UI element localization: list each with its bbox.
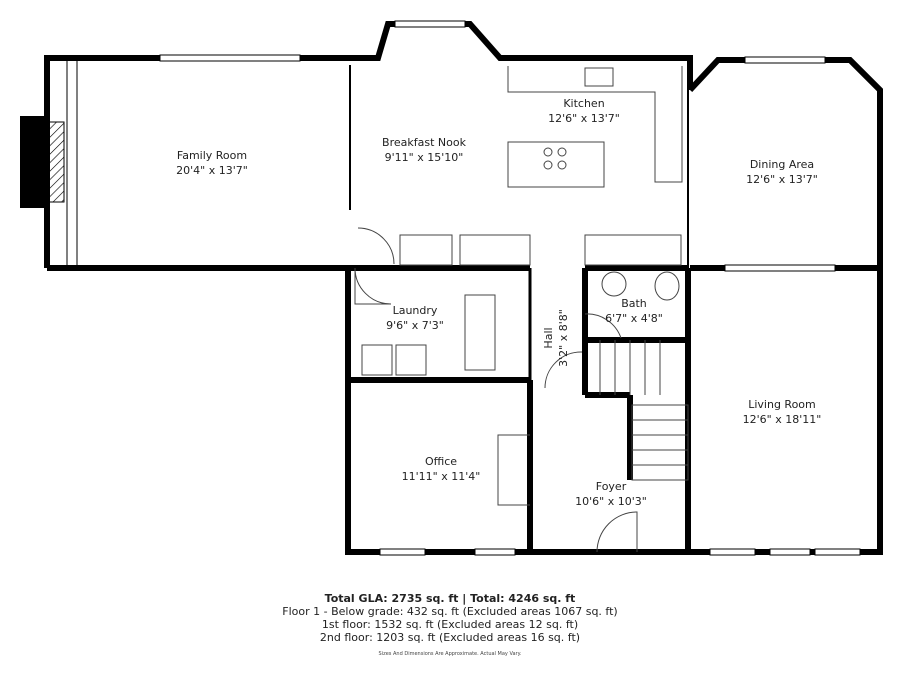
room-name: Foyer [595, 480, 627, 493]
room-name: Laundry [392, 304, 438, 317]
room-dining-area: Dining Area 12'6" x 13'7" [746, 157, 818, 187]
fireplace [20, 116, 65, 208]
room-name: Living Room [748, 398, 816, 411]
disclaimer: Sizes And Dimensions Are Approximate. Ac… [378, 651, 522, 657]
room-name: Kitchen [563, 97, 605, 110]
room-name: Bath [621, 297, 647, 310]
room-name: Dining Area [749, 158, 815, 171]
floor1-below-grade: Floor 1 - Below grade: 432 sq. ft (Exclu… [282, 605, 618, 618]
room-dims: 9'6" x 7'3" [386, 319, 444, 332]
room-dims: 3'2" x 8'8" [557, 309, 570, 367]
total-gla: Total GLA: 2735 sq. ft | Total: 4246 sq.… [324, 592, 576, 605]
room-dims: 9'11" x 15'10" [384, 151, 464, 164]
fixtures [349, 65, 689, 553]
area-summary: Total GLA: 2735 sq. ft | Total: 4246 sq.… [0, 592, 900, 661]
room-dims: 12'6" x 18'11" [742, 413, 822, 426]
first-floor-area: 1st floor: 1532 sq. ft (Excluded areas 1… [321, 618, 579, 631]
room-dims: 11'11" x 11'4" [401, 470, 481, 483]
room-name: Family Room [176, 149, 248, 162]
room-dims: 12'6" x 13'7" [746, 173, 818, 186]
room-name: Office [424, 455, 458, 468]
room-name: Hall [542, 327, 555, 349]
windows [66, 20, 861, 556]
room-bath: Bath 6'7" x 4'8" [605, 296, 663, 326]
room-dims: 6'7" x 4'8" [605, 312, 663, 325]
room-breakfast-nook: Breakfast Nook 9'11" x 15'10" [382, 135, 466, 165]
room-kitchen: Kitchen 12'6" x 13'7" [548, 96, 620, 126]
room-dims: 12'6" x 13'7" [548, 112, 620, 125]
room-dims: 20'4" x 13'7" [176, 164, 248, 177]
room-hall: Hall 3'2" x 8'8" [541, 309, 571, 367]
room-family-room: Family Room 20'4" x 13'7" [176, 148, 248, 178]
room-foyer: Foyer 10'6" x 10'3" [575, 479, 647, 509]
room-laundry: Laundry 9'6" x 7'3" [386, 303, 444, 333]
room-name: Breakfast Nook [382, 136, 466, 149]
room-dims: 10'6" x 10'3" [575, 495, 647, 508]
second-floor-area: 2nd floor: 1203 sq. ft (Excluded areas 1… [319, 631, 581, 644]
room-office: Office 11'11" x 11'4" [402, 454, 481, 484]
room-living-room: Living Room 12'6" x 18'11" [743, 397, 822, 427]
